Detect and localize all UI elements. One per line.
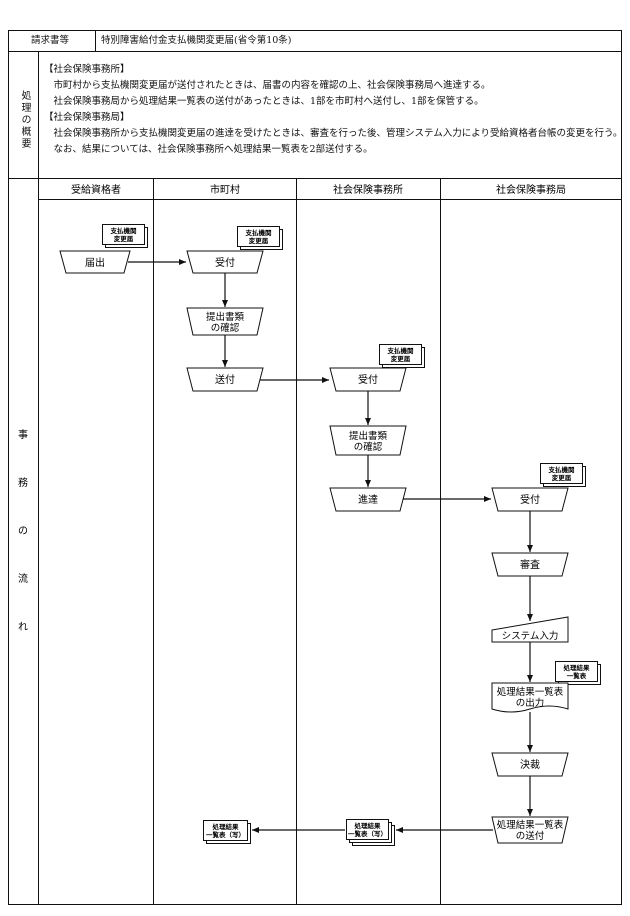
svg-text:届出: 届出 [85, 256, 105, 269]
svg-text:受付: 受付 [215, 256, 235, 269]
svg-text:の出力: の出力 [516, 697, 545, 709]
flow-side-label-1: 事 [18, 428, 28, 441]
svg-text:の送付: の送付 [516, 830, 545, 842]
doc-change-form-1: 支払機関 変更届 [102, 224, 148, 248]
processing-summary: 【社会保険事務所】 市町村から支払機関変更届が送付されたときは、届書の内容を確認… [44, 62, 624, 158]
svg-text:変更届: 変更届 [114, 234, 134, 243]
flow-side-label-2: 務 [18, 476, 28, 489]
summary-line: 【社会保険事務所】 [44, 64, 130, 75]
summary-line: 市町村から支払機関変更届が送付されたときは、届書の内容を確認の上、社会保険事務局… [44, 80, 491, 91]
doc-change-form-4: 支払機関 変更届 [540, 463, 586, 487]
step-system-input: システム入力 [491, 616, 569, 643]
step-bureau-receive: 受付 [491, 487, 569, 512]
lane-header-insurance-bureau: 社会保険事務局 [496, 183, 566, 196]
svg-text:審査: 審査 [520, 558, 540, 571]
svg-text:変更届: 変更届 [391, 354, 411, 363]
svg-text:一覧表（写）: 一覧表（写） [348, 829, 387, 838]
svg-text:提出書類: 提出書類 [349, 430, 388, 442]
step-municipality-send: 送付 [186, 367, 264, 392]
svg-text:変更届: 変更届 [249, 236, 269, 245]
header-label: 請求書等 [31, 35, 70, 46]
lane-header-insurance-office: 社会保険事務所 [333, 183, 403, 196]
svg-text:処理結果一覧表: 処理結果一覧表 [497, 686, 564, 698]
svg-text:決裁: 決裁 [520, 758, 540, 771]
connectors [128, 259, 533, 833]
summary-line: なお、結果については、社会保険事務所へ処理結果一覧表を2部送付する。 [44, 144, 373, 155]
svg-text:処理結果: 処理結果 [212, 822, 240, 831]
lane-header-municipality: 市町村 [210, 183, 240, 196]
summary-line: 【社会保険事務局】 [44, 112, 130, 123]
step-office-submit: 進達 [329, 487, 407, 512]
svg-text:変更届: 変更届 [552, 473, 572, 482]
step-approval: 決裁 [491, 752, 569, 777]
doc-result-copy-municipality: 処理結果 一覧表（写） [203, 820, 251, 844]
svg-text:の確認: の確認 [354, 441, 383, 453]
lane-header-applicant: 受給資格者 [71, 183, 121, 196]
svg-text:支払機関: 支払機関 [110, 226, 138, 235]
svg-text:システム入力: システム入力 [502, 630, 559, 642]
svg-text:支払機関: 支払機関 [245, 228, 273, 237]
flow-side-label-3: の [18, 526, 28, 537]
svg-text:一覧表: 一覧表 [567, 671, 587, 680]
doc-change-form-2: 支払機関 変更届 [237, 226, 283, 250]
step-result-send: 処理結果一覧表 の送付 [491, 816, 569, 844]
svg-text:処理結果: 処理結果 [563, 663, 591, 672]
svg-text:支払機関: 支払機関 [387, 346, 415, 355]
doc-result-copy-office: 処理結果 一覧表（写） [346, 819, 395, 846]
svg-text:処理結果: 処理結果 [354, 821, 382, 830]
summary-side-label: 処理の概要 [19, 90, 30, 150]
svg-text:受付: 受付 [358, 373, 378, 386]
svg-text:の確認: の確認 [211, 322, 240, 334]
svg-text:受付: 受付 [520, 493, 540, 506]
svg-text:処理結果一覧表: 処理結果一覧表 [497, 819, 564, 831]
summary-line: 社会保険事務所から支払機関変更届の進達を受けたときは、審査を行った後、管理システ… [44, 128, 623, 139]
svg-text:一覧表（写）: 一覧表（写） [206, 830, 245, 839]
step-municipality-confirm: 提出書類 の確認 [186, 307, 264, 336]
doc-change-form-3: 支払機関 変更届 [379, 344, 425, 368]
step-office-confirm: 提出書類 の確認 [329, 425, 407, 456]
svg-text:送付: 送付 [215, 373, 235, 386]
step-submit-notification: 届出 [59, 250, 131, 274]
flow-side-label-4: 流 [18, 572, 28, 585]
table-frame [8, 30, 622, 905]
svg-text:進達: 進達 [358, 494, 378, 506]
header-form-title: 特別障害給付金支払機関変更届(省令第10条) [101, 35, 292, 46]
svg-text:支払機関: 支払機関 [548, 465, 576, 474]
step-office-receive: 受付 [329, 367, 407, 392]
step-bureau-review: 審査 [491, 552, 569, 577]
step-municipality-receive: 受付 [186, 250, 264, 274]
flow-side-label-5: れ [18, 621, 28, 633]
summary-line: 社会保険事務局から処理結果一覧表の送付があったときは、1部を市町村へ送付し、1部… [44, 96, 484, 107]
svg-text:提出書類: 提出書類 [206, 311, 245, 323]
step-result-output: 処理結果一覧表 の出力 [491, 682, 569, 713]
doc-result-list: 処理結果 一覧表 [555, 661, 601, 685]
